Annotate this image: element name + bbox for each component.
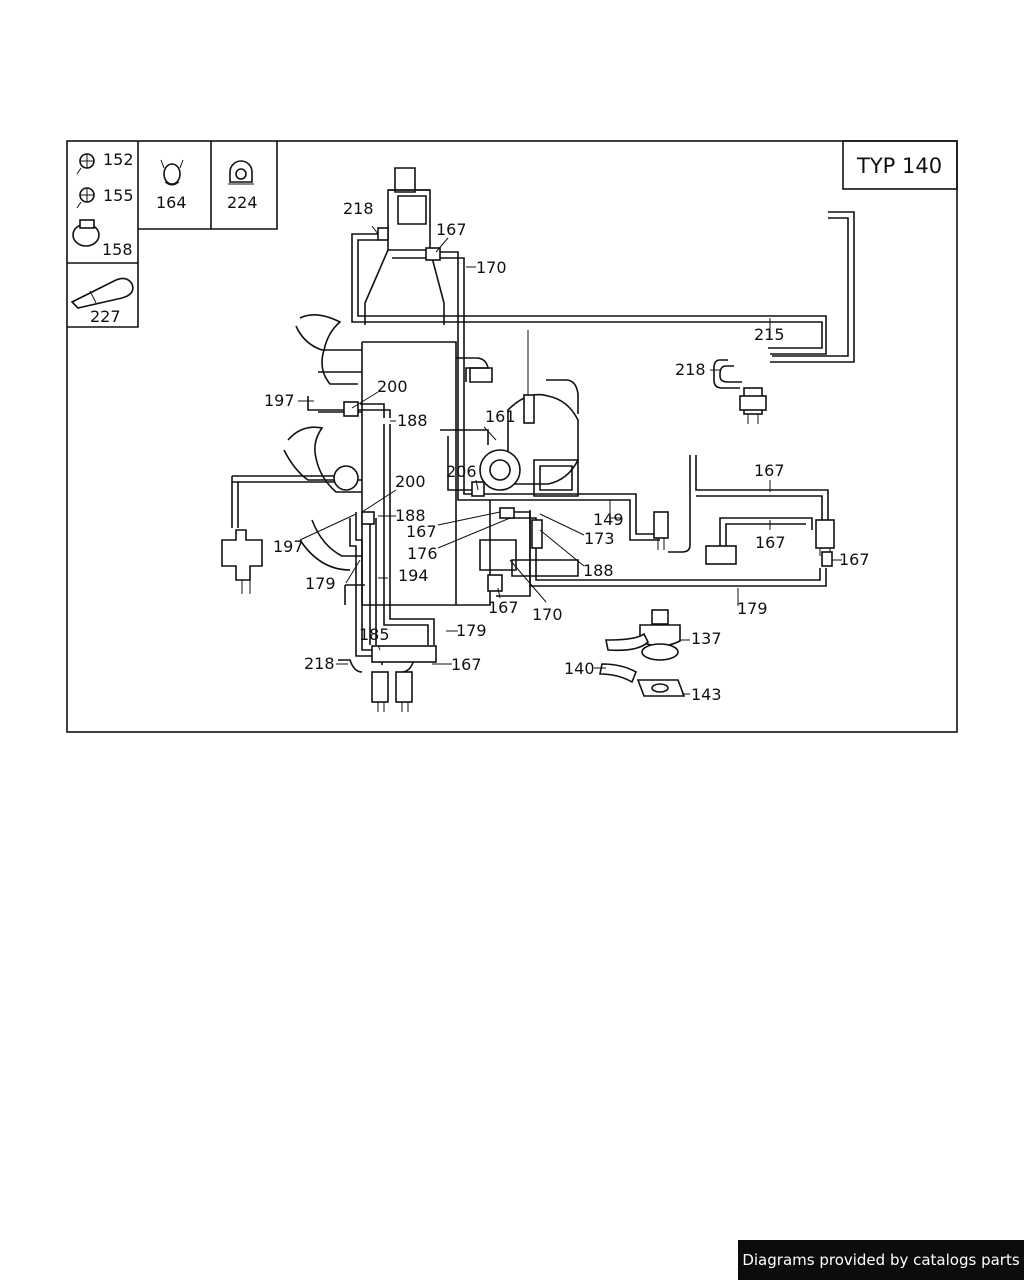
callout-label: 167 xyxy=(755,533,786,552)
components xyxy=(221,227,835,712)
legend-number-152: 152 xyxy=(103,150,134,169)
callout-label: 167 xyxy=(488,598,519,617)
callout-label: 167 xyxy=(754,461,785,480)
callout-label: 167 xyxy=(839,550,870,569)
hose-clamp-152-icon xyxy=(76,153,95,175)
callout-label: 206 xyxy=(446,462,477,481)
spring-clip-164-icon xyxy=(160,159,184,186)
callout-label: 218 xyxy=(304,654,335,673)
callout-label: 197 xyxy=(273,537,304,556)
holder-clip-224-icon xyxy=(228,160,254,185)
legend-number-224: 224 xyxy=(227,193,258,212)
callout-label: 200 xyxy=(377,377,408,396)
callout-label: 179 xyxy=(737,599,768,618)
callout-label: 194 xyxy=(398,566,429,585)
model-label: TYP 140 xyxy=(856,154,942,178)
hose-clamp-155-icon xyxy=(76,187,95,209)
callout-label: 179 xyxy=(456,621,487,640)
callout-label: 161 xyxy=(485,407,516,426)
callout-label: 179 xyxy=(305,574,336,593)
callout-label: 185 xyxy=(359,625,390,644)
callout-label: 218 xyxy=(343,199,374,218)
callout-label: 170 xyxy=(532,605,563,624)
callout-label: 200 xyxy=(395,472,426,491)
callout-label: 188 xyxy=(583,561,614,580)
callout-label: 149 xyxy=(593,510,624,529)
callout-label: 143 xyxy=(691,685,722,704)
model-label-box xyxy=(842,140,958,190)
callout-label: 197 xyxy=(264,391,295,410)
legend-number-158: 158 xyxy=(102,240,133,259)
legend-panel xyxy=(67,141,278,328)
callout-label: 188 xyxy=(397,411,428,430)
callout-label: 176 xyxy=(407,544,438,563)
callout-label: 167 xyxy=(451,655,482,674)
legend-number-164: 164 xyxy=(156,193,187,212)
credit-banner: Diagrams provided by catalogs parts xyxy=(738,1240,1024,1280)
callout-label: 215 xyxy=(754,325,785,344)
callout-label: 173 xyxy=(584,529,615,548)
band-clamp-158-icon xyxy=(72,219,100,247)
callout-label: 218 xyxy=(675,360,706,379)
callout-label: 140 xyxy=(564,659,595,678)
legend-number-155: 155 xyxy=(103,186,134,205)
callout-leaders xyxy=(298,225,842,695)
callout-label: 167 xyxy=(436,220,467,239)
cable-tie-227-icon xyxy=(70,277,134,309)
callout-label: 167 xyxy=(406,522,437,541)
legend-number-227: 227 xyxy=(90,307,121,326)
callout-label: 188 xyxy=(395,506,426,525)
vacuum-hoses xyxy=(231,211,855,673)
callout-label: 137 xyxy=(691,629,722,648)
callout-label: 170 xyxy=(476,258,507,277)
diagram-frame xyxy=(66,140,958,733)
